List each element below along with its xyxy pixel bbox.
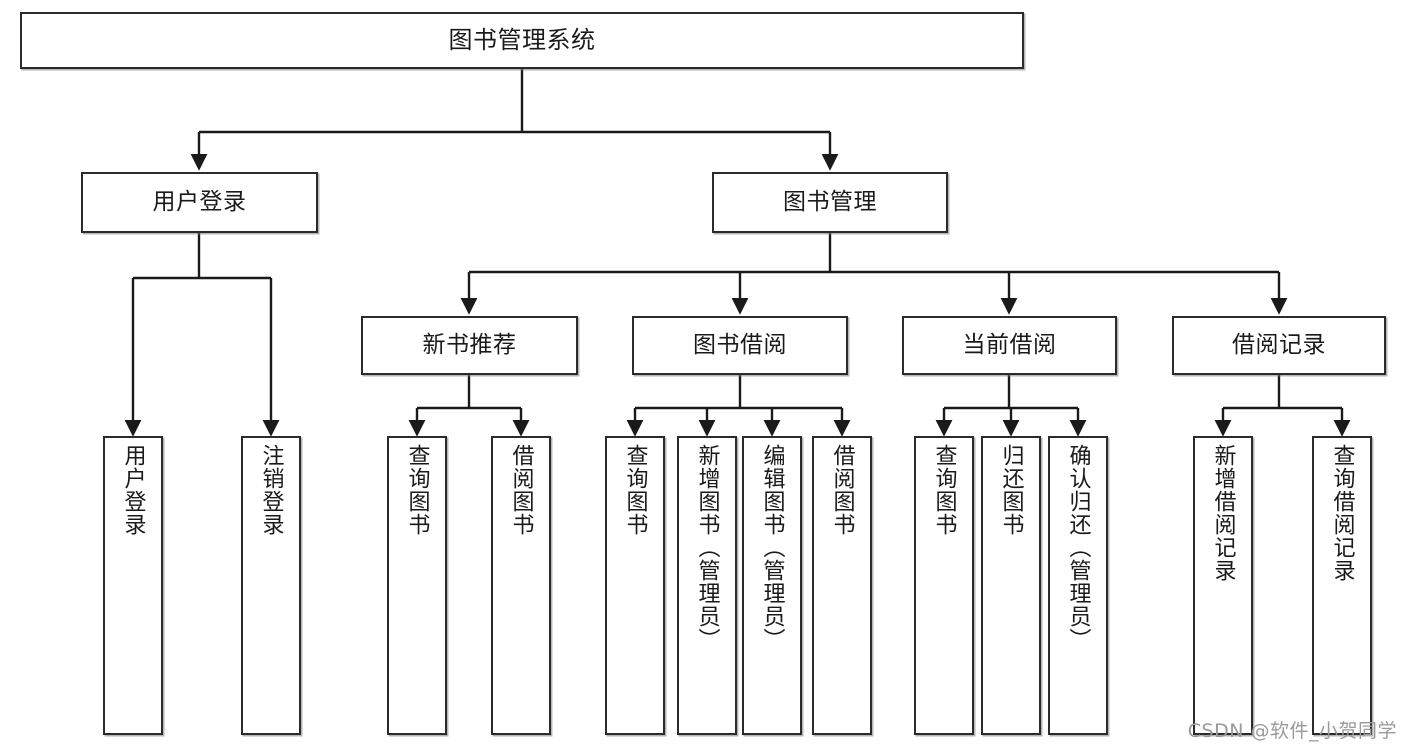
leaf-edit-book-label: 编辑图书（管理员） (759, 444, 785, 651)
leaf-query-borrow-record-label: 查询借阅记录 (1329, 444, 1355, 582)
node-current-borrow[interactable]: 当前借阅 (902, 316, 1117, 375)
leaf-borrow-book-2[interactable]: 借阅图书 (812, 436, 872, 735)
node-book-borrow-label: 图书借阅 (693, 331, 787, 358)
leaf-add-book[interactable]: 新增图书（管理员） (677, 436, 737, 735)
leaf-query-book-2-label: 查询图书 (622, 444, 648, 536)
leaf-logout-login-label: 注销登录 (258, 444, 284, 536)
node-borrow-record-label: 借阅记录 (1232, 331, 1326, 358)
node-book-manage[interactable]: 图书管理 (712, 172, 948, 233)
leaf-query-book-2[interactable]: 查询图书 (605, 436, 665, 735)
node-root-system-label: 图书管理系统 (448, 26, 596, 55)
leaf-query-borrow-record[interactable]: 查询借阅记录 (1312, 436, 1372, 735)
leaf-user-login[interactable]: 用户登录 (103, 436, 163, 735)
leaf-query-book-3-label: 查询图书 (931, 444, 957, 536)
leaf-borrow-book-2-label: 借阅图书 (829, 444, 855, 536)
leaf-borrow-book-1[interactable]: 借阅图书 (491, 436, 551, 735)
node-new-book-recommend-label: 新书推荐 (422, 331, 517, 358)
leaf-query-book-1-label: 查询图书 (404, 444, 430, 536)
leaf-add-book-label: 新增图书（管理员） (694, 444, 720, 651)
leaf-confirm-return-label: 确认归还（管理员） (1065, 444, 1091, 651)
node-user-login[interactable]: 用户登录 (81, 172, 318, 233)
csdn-watermark: CSDN @软件_小贺同学 (1187, 720, 1397, 742)
leaf-borrow-book-1-label: 借阅图书 (508, 444, 534, 536)
leaf-add-borrow-record-label: 新增借阅记录 (1210, 444, 1236, 582)
leaf-edit-book[interactable]: 编辑图书（管理员） (742, 436, 802, 735)
leaf-user-login-label: 用户登录 (120, 444, 146, 536)
node-user-login-label: 用户登录 (152, 188, 247, 215)
leaf-add-borrow-record[interactable]: 新增借阅记录 (1193, 436, 1253, 735)
leaf-logout-login[interactable]: 注销登录 (241, 436, 301, 735)
leaf-query-book-3[interactable]: 查询图书 (914, 436, 974, 735)
node-new-book-recommend[interactable]: 新书推荐 (361, 316, 578, 375)
leaf-return-book-label: 归还图书 (998, 444, 1024, 536)
leaf-confirm-return[interactable]: 确认归还（管理员） (1048, 436, 1108, 735)
leaf-query-book-1[interactable]: 查询图书 (387, 436, 447, 735)
node-borrow-record[interactable]: 借阅记录 (1172, 316, 1386, 375)
node-book-borrow[interactable]: 图书借阅 (632, 316, 848, 375)
node-root-system[interactable]: 图书管理系统 (20, 12, 1024, 69)
node-book-manage-label: 图书管理 (783, 188, 877, 215)
node-current-borrow-label: 当前借阅 (962, 331, 1057, 358)
leaf-return-book[interactable]: 归还图书 (981, 436, 1041, 735)
